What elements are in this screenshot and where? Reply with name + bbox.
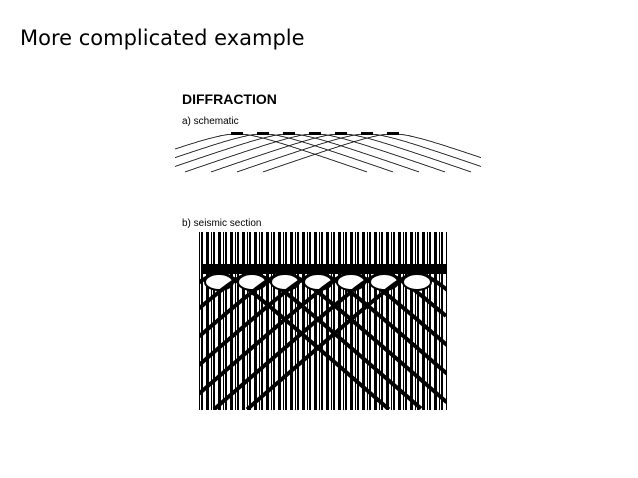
seismic-trace (297, 232, 299, 410)
seismic-trace (345, 232, 347, 410)
panel-b-label: b) seismic section (182, 218, 262, 229)
diffractor-point (387, 132, 399, 135)
seismic-trace (434, 232, 437, 410)
panel-a-label: a) schematic (182, 116, 239, 127)
diffraction-hyperbola (175, 133, 394, 173)
seismic-trace (381, 232, 383, 410)
seismic-trace (446, 232, 447, 410)
seismic-trace (309, 232, 311, 410)
seismic-trace (367, 232, 368, 410)
seismic-section (199, 232, 447, 410)
seismic-trace (266, 232, 269, 410)
seismic-trace (357, 232, 359, 410)
diffraction-hyperbola (184, 133, 446, 173)
seismic-trace (230, 232, 233, 410)
diffractor-point (309, 132, 321, 135)
seismic-trace (403, 232, 404, 410)
seismic-trace (379, 232, 380, 410)
seismic-trace (422, 232, 425, 410)
seismic-trace (326, 232, 329, 410)
diffraction-apex (270, 273, 300, 291)
diffraction-apex (204, 273, 234, 291)
seismic-trace (374, 232, 377, 410)
reflector-band (202, 264, 446, 274)
seismic-trace (441, 232, 443, 410)
seismic-trace (259, 232, 260, 410)
slide-title: More complicated example (20, 26, 305, 50)
seismic-trace (254, 232, 257, 410)
seismic-trace (199, 232, 200, 410)
seismic-trace (391, 232, 392, 410)
seismic-trace (261, 232, 263, 410)
diffractor-point (361, 132, 373, 135)
seismic-trace (393, 232, 395, 410)
diffraction-apex (336, 273, 366, 291)
seismic-trace (362, 232, 365, 410)
seismic-trace (427, 232, 428, 410)
seismic-diffraction-event (199, 272, 423, 410)
seismic-trace (343, 232, 344, 410)
seismic-trace (201, 232, 203, 410)
diffractor-point (231, 132, 243, 135)
seismic-trace (211, 232, 212, 410)
diffraction-apex (303, 273, 333, 291)
seismic-trace (302, 232, 305, 410)
diffractor-point (335, 132, 347, 135)
diffraction-apex (237, 273, 267, 291)
seismic-trace (242, 232, 245, 410)
seismic-trace (273, 232, 275, 410)
diffraction-schematic (175, 132, 481, 173)
diffraction-hyperbola (175, 133, 420, 173)
diffraction-apex (402, 273, 432, 291)
seismic-trace (331, 232, 332, 410)
seismic-trace (415, 232, 416, 410)
seismic-trace (307, 232, 308, 410)
seismic-trace (237, 232, 239, 410)
seismic-trace (290, 232, 293, 410)
seismic-trace (206, 232, 209, 410)
diffractor-point (283, 132, 295, 135)
seismic-trace (369, 232, 371, 410)
seismic-trace (338, 232, 341, 410)
seismic-diffraction-event (199, 271, 447, 404)
diffraction-hyperbolas (175, 133, 481, 173)
seismic-trace (333, 232, 335, 410)
diffraction-events (199, 271, 447, 410)
seismic-trace (439, 232, 440, 410)
seismic-trace (223, 232, 224, 410)
seismic-trace (235, 232, 236, 410)
seismic-trace (410, 232, 413, 410)
seismic-trace (429, 232, 431, 410)
trace-background (199, 232, 447, 410)
diffraction-hyperbola (236, 133, 481, 173)
diffraction-hyperbola (262, 133, 481, 173)
diffractor-points (231, 132, 399, 135)
seismic-trace (405, 232, 407, 410)
seismic-trace (225, 232, 227, 410)
seismic-trace (271, 232, 272, 410)
seismic-trace (213, 232, 215, 410)
figure-title: DIFFRACTION (182, 91, 277, 107)
diffractor-point (257, 132, 269, 135)
seismic-trace (278, 232, 281, 410)
diffraction-apex (369, 273, 399, 291)
diffraction-hyperbola (175, 133, 368, 173)
diffraction-hyperbola (210, 133, 472, 173)
seismic-trace (398, 232, 401, 410)
seismic-diffraction-event (199, 271, 447, 396)
seismic-trace (295, 232, 296, 410)
